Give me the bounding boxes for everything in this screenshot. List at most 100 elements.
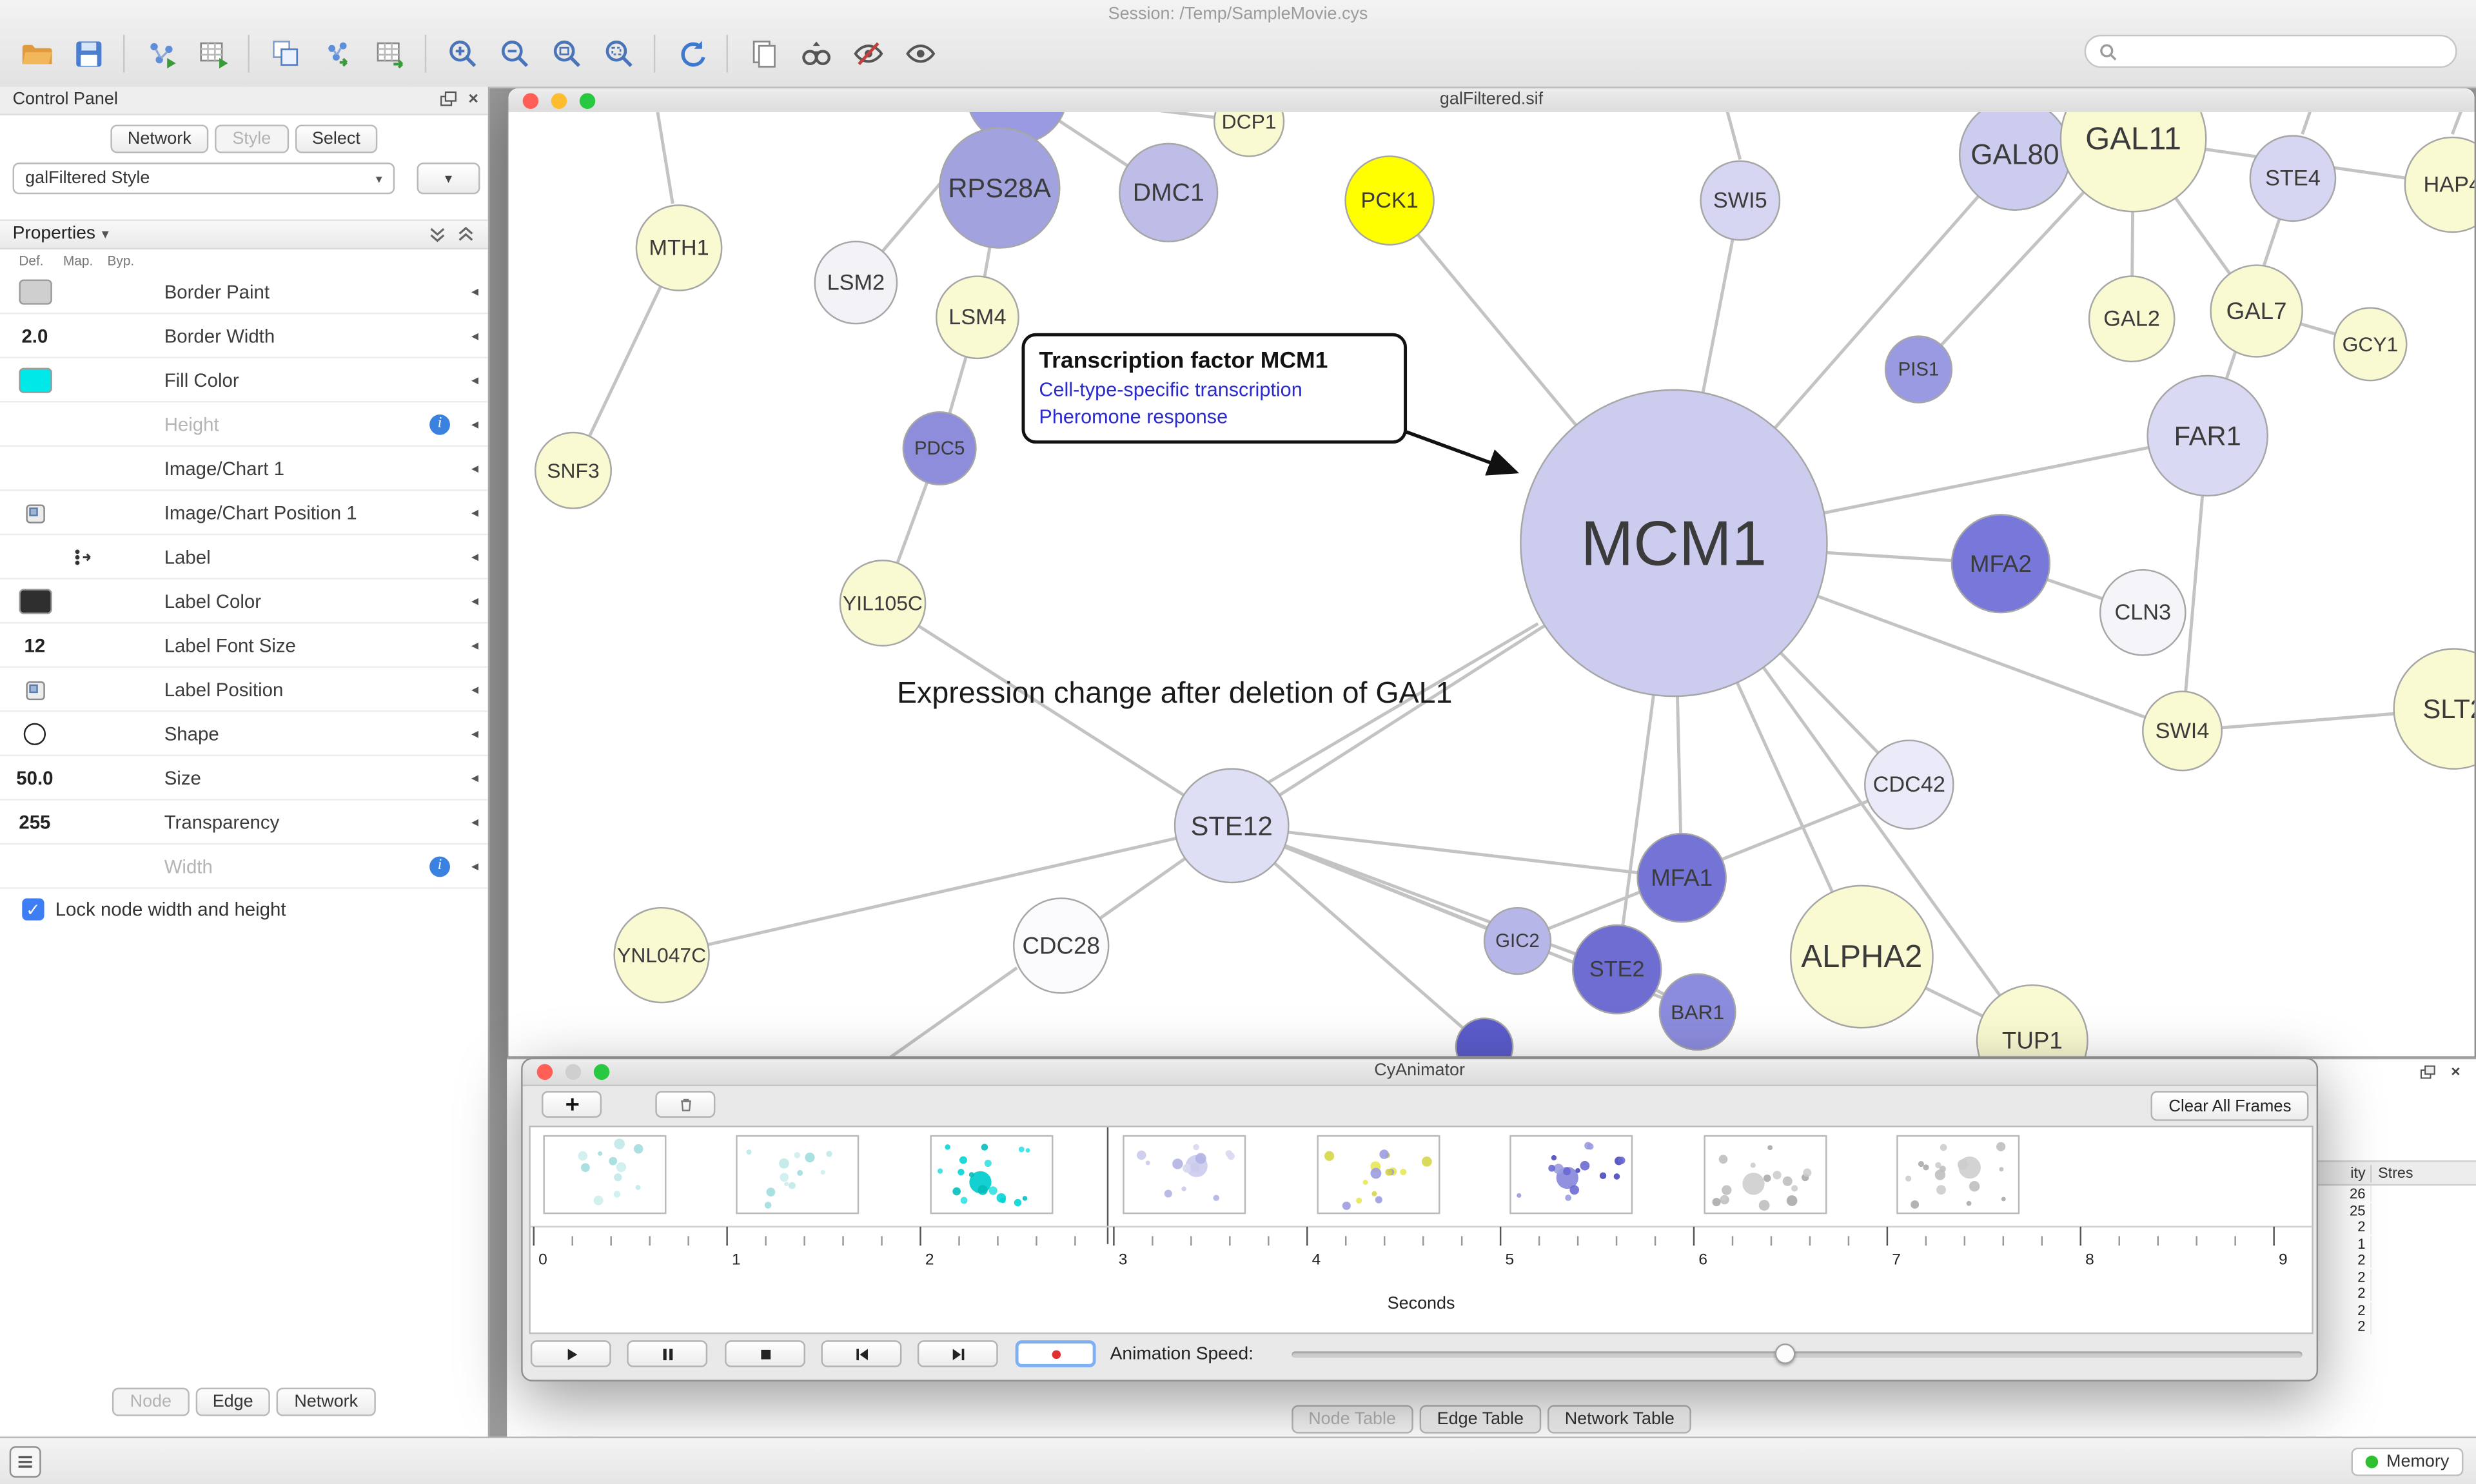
tab-select[interactable]: Select — [295, 124, 378, 153]
first-neighbors-button[interactable] — [794, 32, 837, 75]
open-session-button[interactable] — [14, 32, 57, 75]
style-selector[interactable]: galFiltered Style ▾ — [13, 162, 395, 194]
expand-chevron-icon[interactable]: ◂ — [471, 769, 478, 786]
network-window-titlebar[interactable]: galFiltered.sif — [509, 88, 2475, 113]
mapping-cell[interactable] — [63, 402, 104, 447]
refresh-button[interactable] — [669, 32, 712, 75]
tab-edge-table[interactable]: Edge Table — [1420, 1405, 1541, 1434]
default-value-cell[interactable]: 12 — [13, 623, 57, 668]
network-canvas[interactable]: DCP1RPS28ADMC1PCK1SWI5GAL80GAL11STE4HAP4… — [509, 112, 2475, 1056]
skip-to-end-button[interactable] — [918, 1340, 998, 1367]
expand-chevron-icon[interactable]: ◂ — [471, 681, 478, 698]
table-row[interactable]: 1 — [2318, 1235, 2476, 1252]
table-row[interactable]: 2 — [2318, 1269, 2476, 1285]
default-value-cell[interactable]: 2.0 — [13, 314, 57, 358]
import-network-button[interactable] — [139, 32, 182, 75]
mapping-cell[interactable] — [63, 314, 104, 358]
zoom-fit-button[interactable] — [545, 32, 587, 75]
expand-chevron-icon[interactable]: ◂ — [471, 415, 478, 433]
network-node-BOT1[interactable] — [1456, 1019, 1513, 1057]
tab-style[interactable]: Style — [215, 124, 288, 153]
hide-graphics-button[interactable] — [847, 32, 889, 75]
mapping-cell[interactable] — [63, 756, 104, 801]
default-value-cell[interactable] — [13, 712, 57, 756]
play-button[interactable] — [531, 1340, 611, 1367]
property-row-width[interactable]: Widthi◂ — [0, 845, 488, 889]
mapping-cell[interactable] — [63, 358, 104, 403]
record-button[interactable] — [1016, 1340, 1096, 1367]
expand-chevron-icon[interactable]: ◂ — [471, 503, 478, 521]
expand-chevron-icon[interactable]: ◂ — [471, 282, 478, 300]
mapping-cell[interactable] — [63, 668, 104, 712]
frame-thumbnail-5[interactable] — [1510, 1135, 1633, 1214]
tab-edge[interactable]: Edge — [195, 1388, 271, 1416]
table-row[interactable]: 2 — [2318, 1252, 2476, 1269]
export-network-button[interactable] — [316, 32, 359, 75]
mapping-cell[interactable] — [63, 580, 104, 624]
default-value-cell[interactable] — [13, 447, 57, 491]
property-row-fill-color[interactable]: Fill Color◂ — [0, 358, 488, 403]
table-row[interactable]: 2 — [2318, 1302, 2476, 1318]
expand-chevron-icon[interactable]: ◂ — [471, 636, 478, 654]
search-input[interactable] — [2125, 40, 2442, 62]
float-table-panel-icon[interactable] — [2419, 1064, 2437, 1082]
memory-button[interactable]: Memory — [2352, 1448, 2463, 1476]
default-value-cell[interactable] — [13, 535, 57, 580]
tab-network-table[interactable]: Network Table — [1548, 1405, 1692, 1434]
skip-to-start-button[interactable] — [821, 1340, 901, 1367]
stop-button[interactable] — [725, 1340, 805, 1367]
annotation-link-2[interactable]: Pheromone response — [1039, 405, 1390, 427]
search-box[interactable] — [2085, 35, 2457, 68]
annotation-link-1[interactable]: Cell-type-specific transcription — [1039, 379, 1390, 401]
network-edge[interactable] — [662, 826, 1232, 955]
tab-node-table[interactable]: Node Table — [1291, 1405, 1413, 1434]
frame-thumbnail-2[interactable] — [930, 1135, 1053, 1214]
frame-thumbnail-4[interactable] — [1317, 1135, 1440, 1214]
expand-chevron-icon[interactable]: ◂ — [471, 725, 478, 742]
default-value-cell[interactable] — [13, 270, 57, 315]
frame-thumbnail-7[interactable] — [1897, 1135, 2020, 1214]
zoom-in-button[interactable] — [440, 32, 483, 75]
float-panel-icon[interactable] — [438, 90, 457, 109]
close-table-panel-icon[interactable]: × — [2451, 1064, 2460, 1082]
default-value-cell[interactable] — [13, 668, 57, 712]
annotation-box[interactable]: Transcription factor MCM1 Cell-type-spec… — [1021, 333, 1407, 444]
add-frame-button[interactable] — [542, 1091, 602, 1118]
network-edge[interactable] — [883, 603, 1232, 826]
export-table-button[interactable] — [368, 32, 411, 75]
mapping-cell[interactable] — [63, 801, 104, 845]
property-row-label-position[interactable]: Label Position◂ — [0, 668, 488, 712]
delete-frame-button[interactable] — [655, 1091, 715, 1118]
zoom-selected-button[interactable] — [597, 32, 640, 75]
color-swatch[interactable] — [18, 368, 51, 393]
property-row-shape[interactable]: Shape◂ — [0, 712, 488, 756]
panel-menu-button[interactable] — [10, 1446, 41, 1478]
collapse-all-icon[interactable] — [457, 224, 475, 245]
table-row[interactable]: 25 — [2318, 1202, 2476, 1219]
table-row[interactable]: 2 — [2318, 1318, 2476, 1335]
animation-speed-slider[interactable] — [1292, 1340, 2302, 1367]
property-row-image-chart-1[interactable]: Image/Chart 1◂ — [0, 447, 488, 491]
expand-chevron-icon[interactable]: ◂ — [471, 548, 478, 565]
zoom-out-button[interactable] — [493, 32, 535, 75]
property-row-image-chart-position-1[interactable]: Image/Chart Position 1◂ — [0, 491, 488, 536]
tab-network[interactable]: Network — [277, 1388, 375, 1416]
close-panel-icon[interactable]: × — [468, 90, 478, 109]
color-swatch[interactable] — [18, 589, 51, 614]
table-row[interactable]: 2 — [2318, 1219, 2476, 1236]
property-row-label-color[interactable]: Label Color◂ — [0, 580, 488, 624]
save-session-button[interactable] — [66, 32, 109, 75]
property-row-transparency[interactable]: 255Transparency◂ — [0, 801, 488, 845]
default-value-cell[interactable] — [13, 580, 57, 624]
property-row-height[interactable]: Heighti◂ — [0, 402, 488, 447]
property-row-label-font-size[interactable]: 12Label Font Size◂ — [0, 623, 488, 668]
default-value-cell[interactable] — [13, 845, 57, 889]
expand-chevron-icon[interactable]: ◂ — [471, 371, 478, 389]
property-row-size[interactable]: 50.0Size◂ — [0, 756, 488, 801]
mapping-cell[interactable] — [63, 845, 104, 889]
frame-thumbnail-6[interactable] — [1704, 1135, 1827, 1214]
show-graphics-button[interactable] — [898, 32, 941, 75]
network-graph[interactable]: DCP1RPS28ADMC1PCK1SWI5GAL80GAL11STE4HAP4… — [509, 112, 2475, 1056]
expand-chevron-icon[interactable]: ◂ — [471, 592, 478, 609]
frame-thumbnail-1[interactable] — [736, 1135, 860, 1214]
